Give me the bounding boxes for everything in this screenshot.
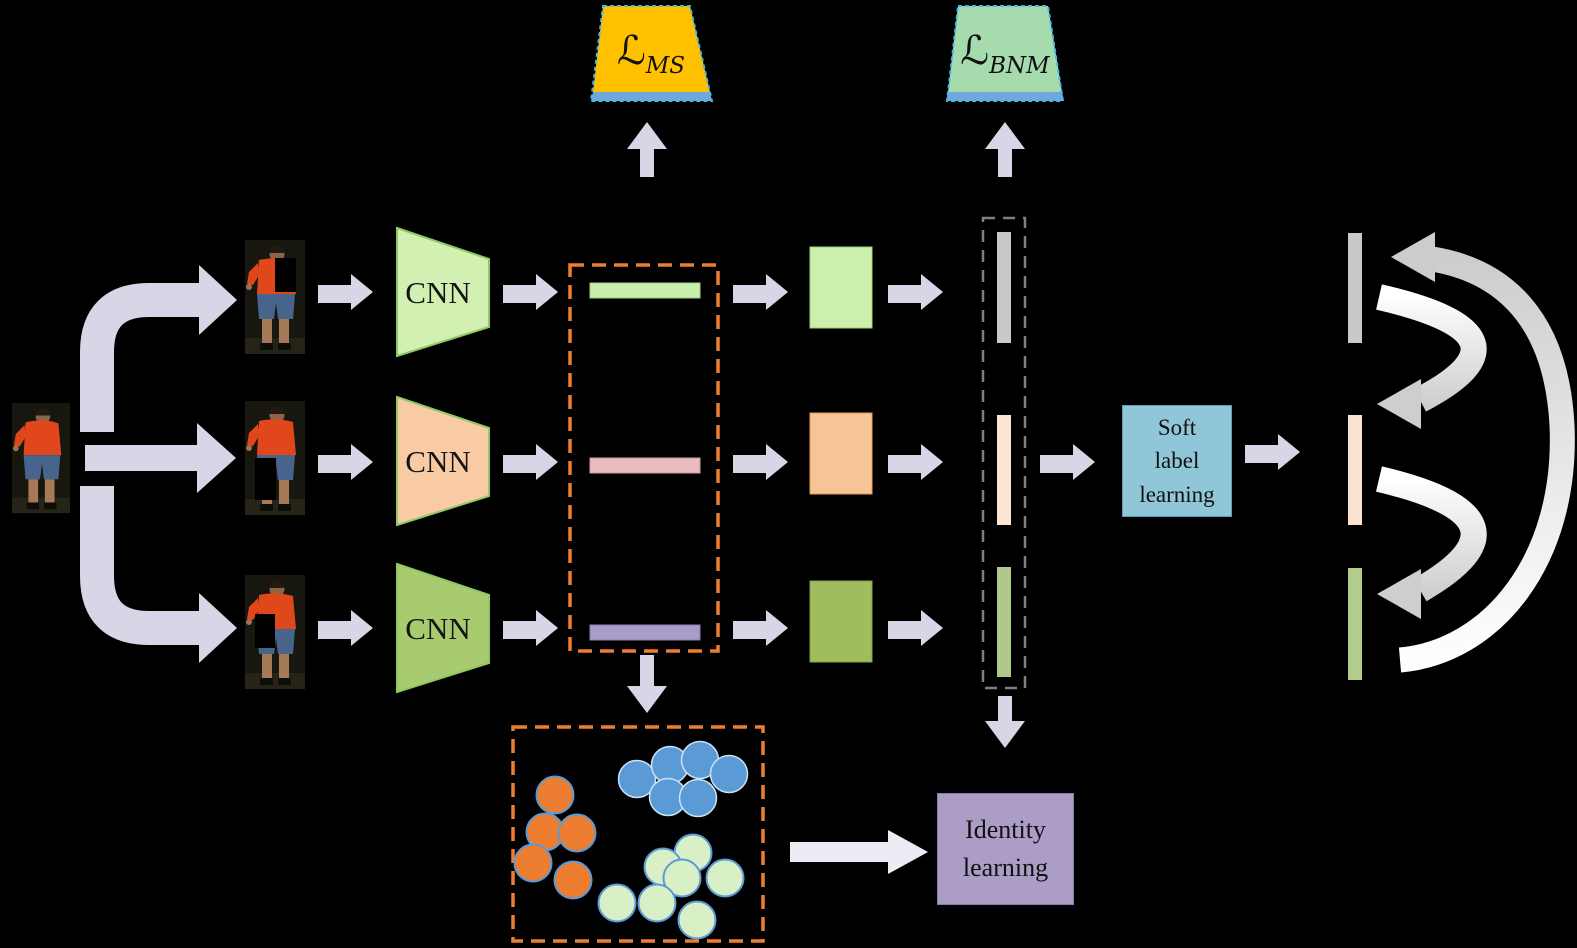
cluster-circle-green: [662, 858, 702, 898]
vector-dashed-box: [981, 216, 1027, 690]
loss-ms-base: [591, 92, 712, 101]
occlusion-patch: [255, 614, 275, 648]
cnn-block-2: [396, 395, 490, 527]
cnn-label-3: CNN: [405, 611, 470, 646]
person-image-occluded-bottom: [245, 575, 305, 689]
arrow-feature-to-block-2: [733, 444, 788, 480]
cluster-circle-orange: [557, 813, 597, 853]
soft-label-learning-box: Soft label learning: [1122, 405, 1232, 517]
arrow-vector-to-softlabel: [1040, 444, 1095, 480]
cnn-label-1: CNN: [405, 275, 470, 310]
cluster-scatter: [513, 740, 749, 940]
feature-block-2: [809, 412, 873, 495]
branch-arrow-bottom-head-icon: [199, 593, 237, 663]
curved-arrow-bottom-to-top-head-icon: [1391, 232, 1435, 282]
cluster-circle-blue: [617, 759, 657, 799]
arrow-feature-to-cluster: [627, 655, 667, 713]
feature-block-3: [809, 580, 873, 663]
arrow-block-to-vector-1: [888, 274, 943, 310]
arrow-cnn-to-feature-2: [503, 444, 558, 480]
cluster-circle-orange: [553, 860, 593, 900]
loss-bnm-label: ℒBNM: [960, 28, 1051, 79]
feature-bar-3: [589, 624, 701, 641]
feature-block-1: [809, 246, 873, 329]
arrow-image-to-cnn-2: [318, 444, 373, 480]
identity-line-1: Identity: [965, 815, 1046, 845]
identity-line-2: learning: [962, 853, 1049, 882]
loss-ms-label: ℒMS: [617, 28, 685, 79]
arrow-cluster-to-identity: [790, 830, 928, 874]
arrow-vector-to-identity: [985, 696, 1025, 748]
arrow-image-to-cnn-3: [318, 610, 373, 646]
person-shirt: [23, 420, 62, 456]
vector-bar-1: [997, 232, 1011, 343]
arrow-cnn-to-feature-3: [503, 610, 558, 646]
curved-arrow-bottom-to-top: [1398, 246, 1575, 673]
branch-arrow-top-head-icon: [199, 265, 237, 335]
branch-arrow-bottom: [80, 486, 200, 645]
curved-arrow-top-to-middle: [1376, 284, 1487, 412]
person-image-occluded-top: [245, 240, 305, 354]
curved-arrow-top-to-middle-head-icon: [1377, 379, 1421, 429]
soft-label-line-1: Soft: [1157, 414, 1197, 440]
cluster-circle-green: [705, 858, 745, 898]
person-shorts: [23, 455, 61, 480]
output-bar-3: [1348, 568, 1362, 680]
vector-bar-3: [997, 567, 1011, 677]
arrow-block-to-vector-3: [888, 610, 943, 646]
soft-label-line-2: label: [1154, 448, 1200, 474]
arrow-image-to-cnn-1: [318, 274, 373, 310]
cnn-block-3: [396, 562, 490, 694]
cluster-circle-green: [597, 883, 637, 923]
arrow-cnn-to-feature-1: [503, 274, 558, 310]
arrow-feature-to-block-3: [733, 610, 788, 646]
arrow-feature-to-block-1: [733, 274, 788, 310]
occlusion-patch: [255, 458, 276, 500]
feature-bar-1: [589, 282, 701, 299]
occlusion-patch: [275, 258, 296, 292]
arrow-block-to-vector-2: [888, 444, 943, 480]
cluster-circle-orange: [535, 775, 575, 815]
person-image-original: [12, 402, 70, 514]
cluster-circle-blue: [678, 778, 718, 818]
loss-bnm-border: [945, 5, 1065, 102]
soft-label-line-3: learning: [1139, 481, 1215, 507]
arrow-to-loss-bnm: [985, 122, 1025, 177]
loss-bnm-block: [948, 6, 1062, 92]
cnn-block-1: [396, 226, 490, 358]
loss-ms-block: [593, 6, 710, 92]
cluster-circle-green: [637, 883, 677, 923]
cluster-circle-orange: [513, 843, 553, 883]
cluster-dashed-box: [511, 725, 765, 943]
person-image-occluded-middle: [245, 401, 305, 515]
arrow-softlabel-to-output: [1245, 434, 1300, 470]
curved-arrow-middle-to-bottom: [1376, 466, 1487, 602]
output-bar-2: [1348, 415, 1362, 525]
feature-bar-2: [589, 457, 701, 474]
loss-bnm-base: [946, 92, 1064, 101]
cnn-label-2: CNN: [405, 444, 470, 479]
branch-arrow-middle: [85, 423, 236, 493]
arrow-to-loss-ms: [627, 122, 667, 177]
branch-arrow-top: [80, 283, 200, 432]
identity-learning-box: Identity learning: [937, 793, 1074, 905]
cluster-circle-green: [677, 900, 717, 940]
vector-bar-2: [997, 415, 1011, 525]
output-bar-1: [1348, 233, 1362, 343]
curved-arrow-middle-to-bottom-head-icon: [1377, 569, 1421, 619]
cluster-circle-blue: [709, 754, 749, 794]
feature-dashed-box: [568, 263, 720, 653]
loss-ms-border: [589, 5, 714, 102]
